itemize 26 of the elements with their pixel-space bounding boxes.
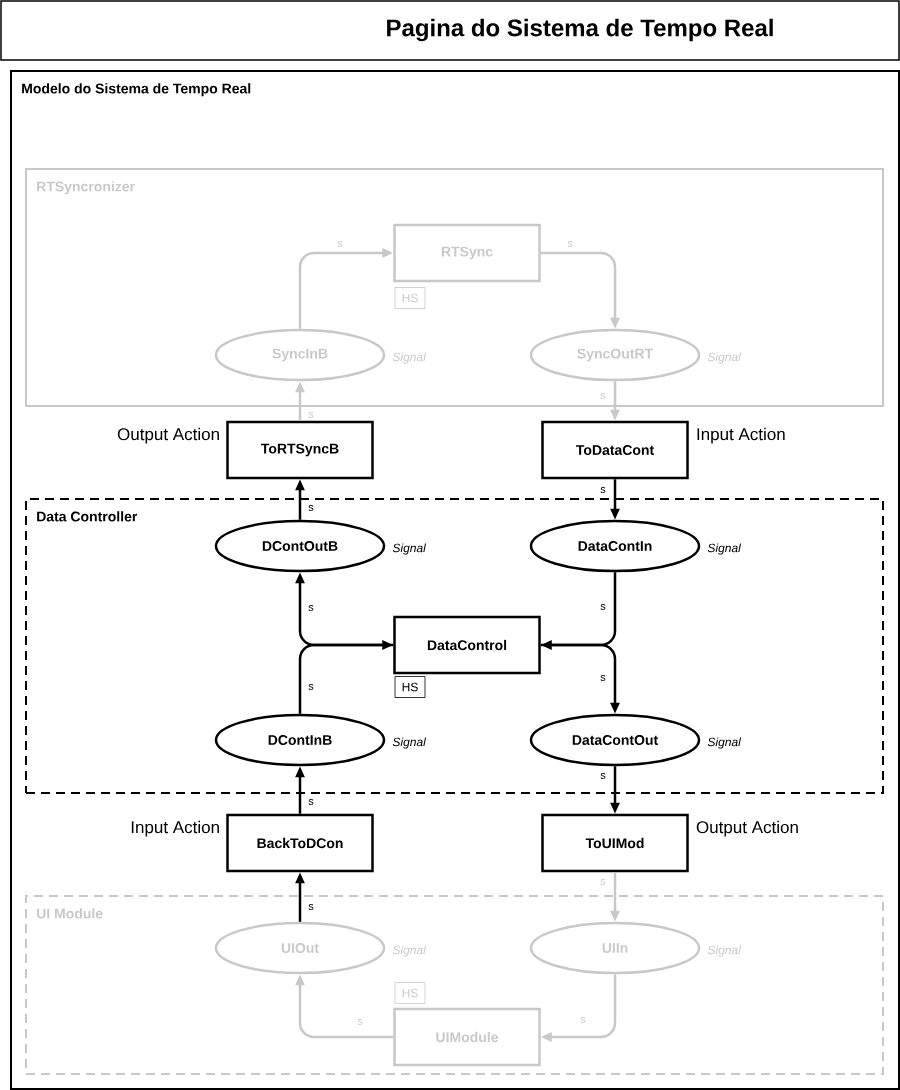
hs-tag: HS (394, 676, 426, 698)
action-label: Input Action (697, 427, 785, 444)
type-label: Signal (707, 543, 742, 555)
edge-label: s (599, 674, 607, 682)
edge-label: s (307, 798, 315, 806)
edge-label: s (599, 603, 607, 611)
action-label: Output Action (696, 820, 798, 837)
transition-box: ToDataCont (541, 420, 689, 480)
transition-box: ToRTSyncB (226, 420, 374, 480)
type-label: Signal (707, 737, 742, 749)
edge-label: s (307, 604, 315, 612)
edge-label: s (307, 903, 315, 911)
edge-label: s (599, 772, 607, 780)
type-label: Signal (392, 737, 427, 749)
edge-label: s (307, 504, 315, 512)
transition-box: DataControl (393, 615, 541, 675)
transition-box: BackToDCon (226, 813, 374, 873)
frame-title: Data Controller (37, 511, 138, 522)
frame-title: Modelo do Sistema de Tempo Real (22, 83, 251, 97)
action-label: Input Action (131, 820, 219, 837)
title-bar: Pagina do Sistema de Tempo Real (0, 0, 900, 61)
transition-box: ToUIMod (541, 813, 689, 873)
edge-label: s (599, 486, 607, 494)
type-label: Signal (392, 543, 427, 555)
action-label: Output Action (117, 427, 219, 444)
edge-label: s (307, 683, 315, 691)
